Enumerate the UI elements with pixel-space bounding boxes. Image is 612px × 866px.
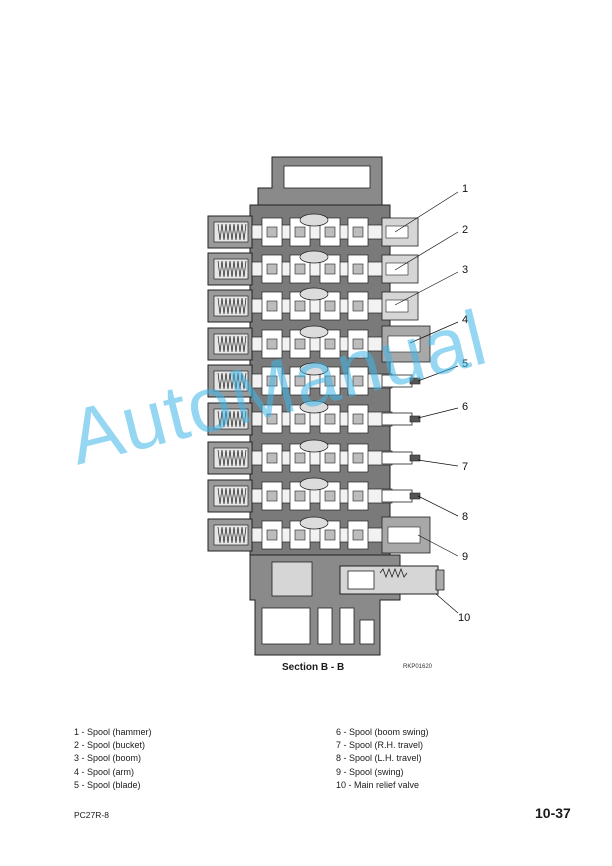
spool-section xyxy=(207,362,421,398)
legend-left: 1 - Spool (hammer) 2 - Spool (bucket) 3 … xyxy=(74,726,152,792)
spool-section xyxy=(207,477,421,513)
spool-section xyxy=(207,439,421,475)
callout-5: 5 xyxy=(462,358,468,370)
legend-item: 4 - Spool (arm) xyxy=(74,766,135,777)
spool-section xyxy=(207,325,431,363)
spool-section xyxy=(207,213,419,249)
callout-6: 6 xyxy=(462,401,468,413)
legend-item: 7 - Spool (R.H. travel) xyxy=(336,740,424,751)
callout-10: 10 xyxy=(458,612,470,624)
legend-item: 3 - Spool (boom) xyxy=(74,753,142,764)
legend-right: 6 - Spool (boom swing) 7 - Spool (R.H. t… xyxy=(336,726,429,792)
figure-id: RKP01620 xyxy=(403,664,433,670)
legend-item: 8 - Spool (L.H. travel) xyxy=(336,753,422,764)
spool-section xyxy=(207,250,419,286)
callout-8: 8 xyxy=(462,511,468,523)
spool-section xyxy=(207,287,419,323)
callout-3: 3 xyxy=(462,264,468,276)
legend-item: 2 - Spool (bucket) xyxy=(74,740,146,751)
callout-4: 4 xyxy=(462,314,468,326)
callout-2: 2 xyxy=(462,224,468,236)
footer-model: PC27R-8 xyxy=(74,810,109,820)
callout-1: 1 xyxy=(462,183,468,195)
legend-item: 1 - Spool (hammer) xyxy=(74,727,152,737)
callout-7: 7 xyxy=(462,461,468,473)
callout-9: 9 xyxy=(462,551,468,563)
legend-item: 9 - Spool (swing) xyxy=(336,766,404,777)
legend-item: 10 - Main relief valve xyxy=(336,779,420,790)
legend-item: 5 - Spool (blade) xyxy=(74,779,141,790)
spool-section xyxy=(207,516,431,554)
page-number: 10-37 xyxy=(535,805,571,821)
legend-item: 6 - Spool (boom swing) xyxy=(336,727,429,737)
valve-cross-section-diagram: 1 2 3 4 5 6 7 8 9 10 xyxy=(207,156,470,656)
spool-section xyxy=(207,400,421,436)
figure-caption: Section B - B xyxy=(282,662,345,673)
